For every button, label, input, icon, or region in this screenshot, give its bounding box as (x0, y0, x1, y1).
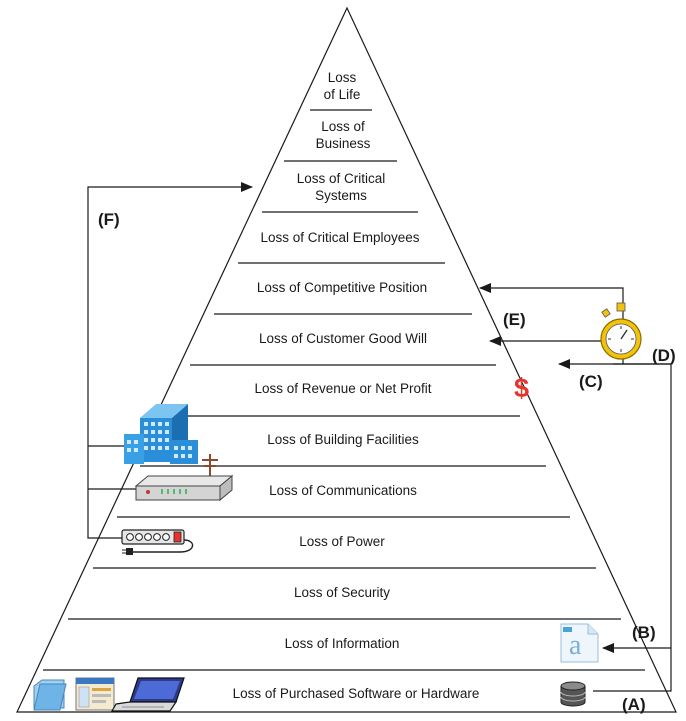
label-e: (E) (503, 310, 526, 329)
office-building-icon (124, 404, 198, 464)
level-information: Loss of Information (285, 635, 400, 652)
level-revenue: Loss of Revenue or Net Profit (254, 380, 431, 397)
connector-f (87, 182, 253, 539)
software-window-icon (75, 677, 115, 711)
level-communications: Loss of Communications (269, 482, 417, 499)
level-critical-systems: Loss of Critical Systems (297, 170, 386, 204)
label-c: (C) (579, 372, 603, 391)
level-security: Loss of Security (294, 584, 390, 601)
level-customer-good-will-line-1: Loss of Customer Good Will (258, 331, 428, 346)
level-dividers (43, 109, 645, 671)
laptop-icon (110, 677, 185, 712)
label-b: (B) (632, 623, 656, 642)
level-business: Loss of Business (316, 118, 371, 152)
level-communications-line-1: Loss of Communications (269, 483, 417, 498)
level-critical-employees-line-1: Loss of Critical Employees (260, 230, 420, 245)
folder-icon (33, 679, 67, 711)
network-device-icon (134, 454, 234, 502)
level-competitive-position: Loss of Competitive Position (257, 279, 427, 296)
level-software-hardware: Loss of Purchased Software or Hardware (233, 685, 480, 702)
level-competitive-position-line-1: Loss of Competitive Position (256, 280, 428, 295)
level-critical-systems-line-2: Systems (315, 188, 367, 203)
level-security-line-1: Loss of Security (293, 585, 391, 600)
level-business-line-2: Business (315, 136, 371, 151)
level-life: Loss of Life (324, 69, 361, 103)
connector-a-b (558, 359, 672, 692)
information-letter: a (569, 630, 582, 661)
level-life-line-2: of Life (323, 87, 361, 102)
level-critical-systems-line-1: Loss of Critical (296, 171, 386, 186)
level-software-hardware-line-1: Loss of Purchased Software or Hardware (232, 686, 480, 701)
pyramid-outline (16, 6, 677, 713)
label-a: (A) (622, 695, 646, 714)
level-business-line-1: Loss of (321, 119, 365, 134)
connector-d-e (479, 283, 624, 364)
level-critical-employees: Loss of Critical Employees (260, 229, 419, 246)
dollar-icon: $ (514, 373, 530, 403)
stopwatch-icon (600, 302, 642, 360)
level-building: Loss of Building Facilities (267, 431, 419, 448)
level-customer-good-will: Loss of Customer Good Will (259, 330, 427, 347)
level-building-line-1: Loss of Building Facilities (267, 432, 419, 447)
level-information-line-1: Loss of Information (284, 636, 400, 651)
label-f: (F) (98, 210, 120, 229)
level-revenue-line-1: Loss of Revenue or Net Profit (254, 381, 432, 396)
level-power-line-1: Loss of Power (299, 534, 385, 549)
label-d: (D) (652, 346, 676, 365)
power-strip-icon (121, 529, 194, 555)
level-life-line-1: Loss (327, 70, 357, 85)
level-power: Loss of Power (299, 533, 385, 550)
information-document-icon (560, 623, 599, 663)
database-icon (560, 681, 586, 707)
